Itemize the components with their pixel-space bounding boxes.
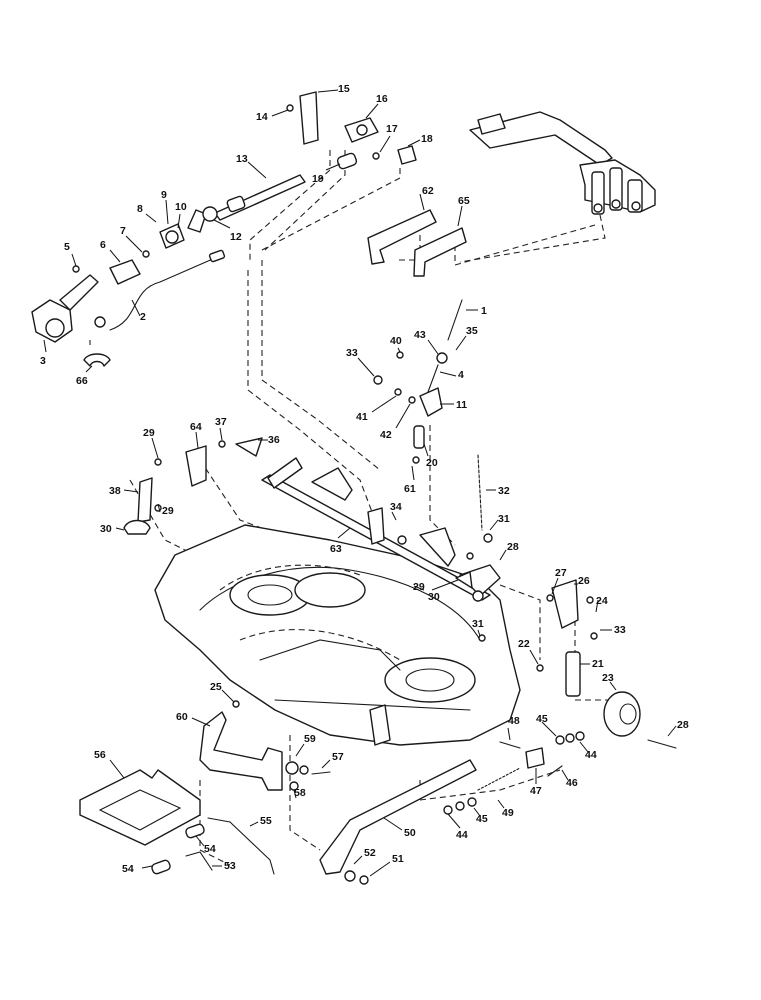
callout-21: 21 — [592, 658, 604, 670]
callout-29a: 29 — [143, 427, 155, 439]
gauge-wheel-assembly — [478, 579, 677, 749]
callout-10: 10 — [175, 201, 187, 213]
callout-13: 13 — [236, 153, 248, 165]
callout-34: 34 — [390, 501, 402, 513]
callout-62: 62 — [422, 185, 434, 197]
callout-18: 18 — [421, 133, 433, 145]
callout-30b: 30 — [428, 591, 440, 603]
callout-32: 32 — [498, 485, 510, 497]
callout-40: 40 — [390, 335, 402, 347]
callout-24: 24 — [596, 595, 608, 607]
callout-labels: 1 2 3 4 5 6 7 8 9 10 11 12 13 14 15 16 1… — [40, 83, 689, 877]
callout-5: 5 — [64, 241, 70, 253]
brackets-62-65 — [367, 209, 467, 277]
callout-50: 50 — [404, 827, 416, 839]
callout-30a: 30 — [100, 523, 112, 535]
callout-31b: 31 — [472, 618, 484, 630]
callout-58: 58 — [294, 787, 306, 799]
callout-63: 63 — [330, 543, 342, 555]
callout-47: 47 — [530, 785, 542, 797]
callout-60: 60 — [176, 711, 188, 723]
callout-59: 59 — [304, 733, 316, 745]
callout-23: 23 — [602, 672, 614, 684]
callout-19: 19 — [312, 173, 324, 185]
callout-46: 46 — [566, 777, 578, 789]
callout-9: 9 — [161, 189, 167, 201]
chain-32 — [477, 454, 493, 543]
callout-41: 41 — [356, 411, 368, 423]
callout-29b: 29 — [162, 505, 174, 517]
callout-64: 64 — [190, 421, 202, 433]
callout-49: 49 — [502, 807, 514, 819]
callout-7: 7 — [120, 225, 126, 237]
callout-16: 16 — [376, 93, 388, 105]
left-brackets — [123, 437, 263, 535]
callout-25: 25 — [210, 681, 222, 693]
callout-14: 14 — [256, 111, 268, 123]
callout-28b: 28 — [677, 719, 689, 731]
callout-44a: 44 — [585, 749, 597, 761]
callout-51: 51 — [392, 853, 404, 865]
callout-1: 1 — [481, 305, 487, 317]
callout-45b: 45 — [476, 813, 488, 825]
callout-3: 3 — [40, 355, 46, 367]
callout-44b: 44 — [456, 829, 468, 841]
mower-deck — [154, 524, 521, 746]
callout-11: 11 — [456, 399, 467, 411]
actuator-assembly — [31, 91, 417, 367]
lift-frame — [469, 111, 656, 215]
lift-shaft-63 — [261, 457, 501, 602]
callout-45a: 45 — [536, 713, 548, 725]
callout-4: 4 — [458, 369, 464, 381]
callout-12: 12 — [230, 231, 242, 243]
callout-61: 61 — [404, 483, 416, 495]
callout-54b: 54 — [122, 863, 134, 875]
callout-17: 17 — [386, 123, 398, 135]
callout-29c: 29 — [413, 581, 425, 593]
callout-28a: 28 — [507, 541, 519, 553]
callout-20: 20 — [426, 457, 438, 469]
callout-37: 37 — [215, 416, 227, 428]
callout-54a: 54 — [204, 843, 216, 855]
callout-27: 27 — [555, 567, 567, 579]
callout-55: 55 — [260, 815, 272, 827]
callout-48: 48 — [508, 715, 520, 727]
callout-36: 36 — [268, 434, 280, 446]
callout-65: 65 — [458, 195, 470, 207]
callout-8: 8 — [137, 203, 143, 215]
lower-assemblies — [79, 700, 585, 885]
callout-26: 26 — [578, 575, 590, 587]
callout-2: 2 — [140, 311, 146, 323]
callout-52: 52 — [364, 847, 376, 859]
callout-38: 38 — [109, 485, 121, 497]
callout-43: 43 — [414, 329, 426, 341]
callout-53: 53 — [224, 860, 236, 872]
callout-31a: 31 — [498, 513, 510, 525]
callout-15: 15 — [338, 83, 350, 95]
callout-22: 22 — [518, 638, 530, 650]
callout-56: 56 — [94, 749, 106, 761]
chain-linkage — [373, 299, 463, 464]
callout-6: 6 — [100, 239, 106, 251]
callout-33b: 33 — [614, 624, 626, 636]
callout-42: 42 — [380, 429, 392, 441]
callout-66: 66 — [76, 375, 88, 387]
callout-33a: 33 — [346, 347, 358, 359]
callout-57: 57 — [332, 751, 344, 763]
callout-35: 35 — [466, 325, 478, 337]
